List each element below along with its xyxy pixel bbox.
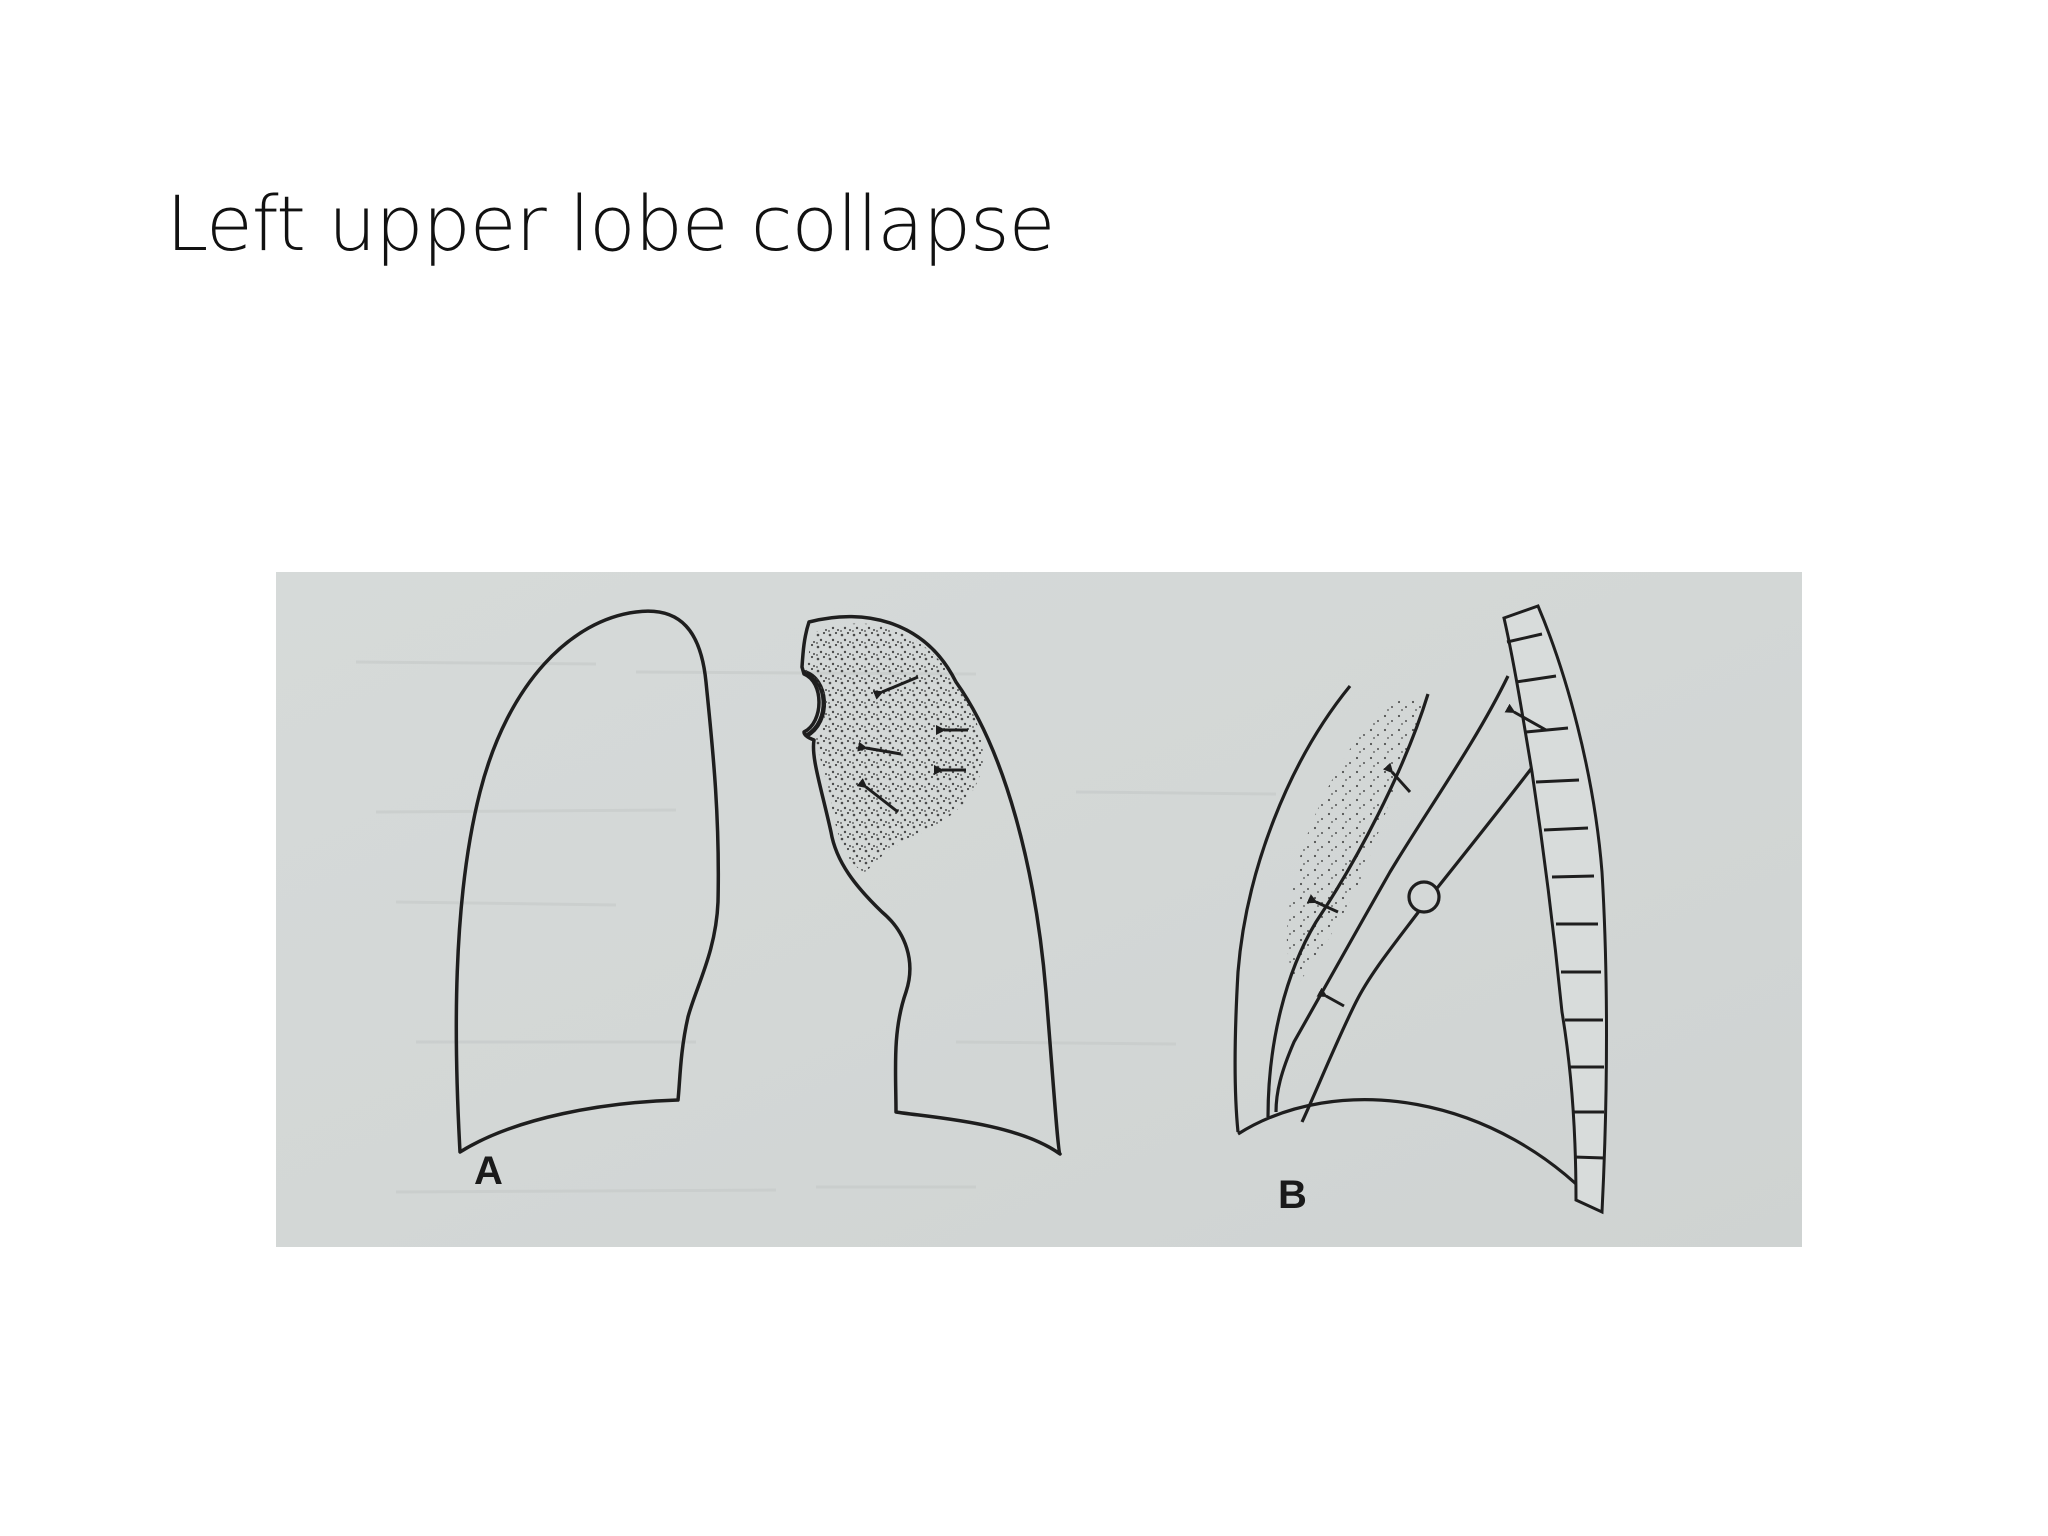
arrow-icon bbox=[872, 675, 919, 700]
slide-title: Left upper lobe collapse bbox=[166, 179, 1055, 268]
arrow-icon bbox=[857, 741, 902, 756]
vertebral-column-icon bbox=[1502, 604, 1608, 1215]
arrow-icon bbox=[1316, 987, 1345, 1008]
lung-collapse-figure: A bbox=[276, 572, 1802, 1247]
panel-b-label: B bbox=[1278, 1173, 1307, 1217]
panel-a-label: A bbox=[474, 1149, 503, 1193]
arrow-icon bbox=[1306, 894, 1339, 914]
panel-b: B bbox=[1233, 604, 1608, 1217]
arrow-icon bbox=[856, 778, 899, 814]
right-lung-outline bbox=[454, 609, 721, 1154]
collapse-arrows bbox=[856, 675, 968, 814]
vessel-circle-icon bbox=[1407, 880, 1441, 914]
oblique-fissure-line bbox=[1274, 675, 1510, 1113]
major-fissure-line bbox=[1266, 693, 1430, 1118]
collapsed-lobe-opacity bbox=[806, 623, 984, 872]
diaphragm-line bbox=[1237, 1098, 1604, 1212]
left-lung-outline bbox=[800, 614, 1062, 1156]
arrow-icon bbox=[1504, 703, 1547, 732]
figure-svg: A bbox=[276, 572, 1802, 1247]
panel-a: A bbox=[454, 609, 1062, 1193]
displacement-arrows bbox=[1306, 703, 1547, 1008]
posterior-fissure-line bbox=[1300, 751, 1546, 1123]
hilum-notch-icon bbox=[803, 669, 826, 738]
anterior-chest-wall bbox=[1233, 684, 1352, 1133]
arrow-icon bbox=[1382, 762, 1412, 794]
